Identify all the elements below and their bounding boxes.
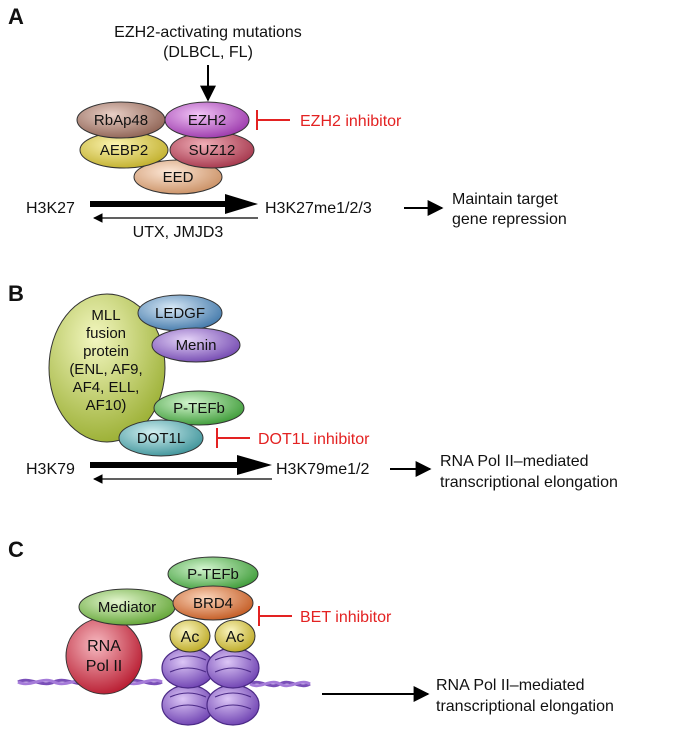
- outcome-c-line1: RNA Pol II–mediated: [436, 677, 585, 694]
- protein-brd4: BRD4: [193, 595, 233, 612]
- mll-fusion-line: AF10): [86, 397, 127, 414]
- protein-ledgf: LEDGF: [155, 305, 205, 322]
- protein-ptefb-b: P-TEFb: [173, 400, 225, 417]
- product-h3k79me: H3K79me1/2: [276, 461, 369, 478]
- outcome-a-line2: gene repression: [452, 211, 567, 228]
- panel-b: B MLL fusion protein (ENL, AF9, AF4, ELL…: [8, 281, 618, 491]
- mll-fusion-line: AF4, ELL,: [73, 379, 140, 396]
- panel-a: A EZH2-activating mutations (DLBCL, FL) …: [8, 4, 567, 241]
- reverse-enzymes-label: UTX, JMJD3: [133, 224, 224, 241]
- mll-fusion-line: (ENL, AF9,: [69, 361, 142, 378]
- protein-eed: EED: [163, 169, 194, 186]
- protein-mediator: Mediator: [98, 599, 156, 616]
- protein-rbap48: RbAp48: [94, 112, 148, 129]
- protein-ezh2: EZH2: [188, 112, 226, 129]
- mll-fusion-protein: [48, 293, 166, 443]
- mll-fusion-line: fusion: [86, 325, 126, 342]
- dot1l-inhibitor-label: DOT1L inhibitor: [258, 431, 370, 448]
- ezh2-mutations-diseases: (DLBCL, FL): [163, 44, 253, 61]
- dna-strand: [17, 678, 311, 688]
- rna-pol-ii-line1: RNA: [87, 638, 121, 655]
- substrate-h3k27: H3K27: [26, 200, 75, 217]
- methylation-forward-arrow: [90, 194, 258, 214]
- outcome-a-line1: Maintain target: [452, 191, 558, 208]
- outcome-c-line2: transcriptional elongation: [436, 698, 614, 715]
- nucleosome-cluster: [161, 647, 260, 726]
- outcome-b-line2: transcriptional elongation: [440, 474, 618, 491]
- protein-aebp2: AEBP2: [100, 142, 148, 159]
- panel-a-label: A: [8, 4, 24, 29]
- protein-menin: Menin: [176, 337, 217, 354]
- substrate-h3k79: H3K79: [26, 461, 75, 478]
- ezh2-inhibitor-label: EZH2 inhibitor: [300, 113, 402, 130]
- protein-suz12: SUZ12: [189, 142, 236, 159]
- mll-fusion-line: protein: [83, 343, 129, 360]
- acetyl-mark: Ac: [181, 629, 200, 646]
- mll-fusion-line: MLL: [91, 307, 120, 324]
- panel-c: C RNA Pol II Mediator P-TEFb BRD4: [8, 537, 614, 726]
- methylation-forward-arrow: [90, 455, 272, 475]
- rna-pol-ii-line2: Pol II: [86, 658, 122, 675]
- protein-ptefb-c: P-TEFb: [187, 566, 239, 583]
- mll-fusion-label: MLL fusion protein (ENL, AF9, AF4, ELL, …: [69, 307, 142, 414]
- product-h3k27me: H3K27me1/2/3: [265, 200, 372, 217]
- protein-dot1l: DOT1L: [137, 430, 185, 447]
- bet-inhibitor-label: BET inhibitor: [300, 609, 392, 626]
- outcome-b-line1: RNA Pol II–mediated: [440, 453, 589, 470]
- panel-b-label: B: [8, 281, 24, 306]
- panel-c-label: C: [8, 537, 24, 562]
- acetyl-mark: Ac: [226, 629, 245, 646]
- prc2-complex: EED AEBP2 SUZ12 RbAp48 EZH2: [76, 101, 255, 195]
- ezh2-mutations-label: EZH2-activating mutations: [114, 24, 302, 41]
- rna-pol-ii: [65, 617, 143, 695]
